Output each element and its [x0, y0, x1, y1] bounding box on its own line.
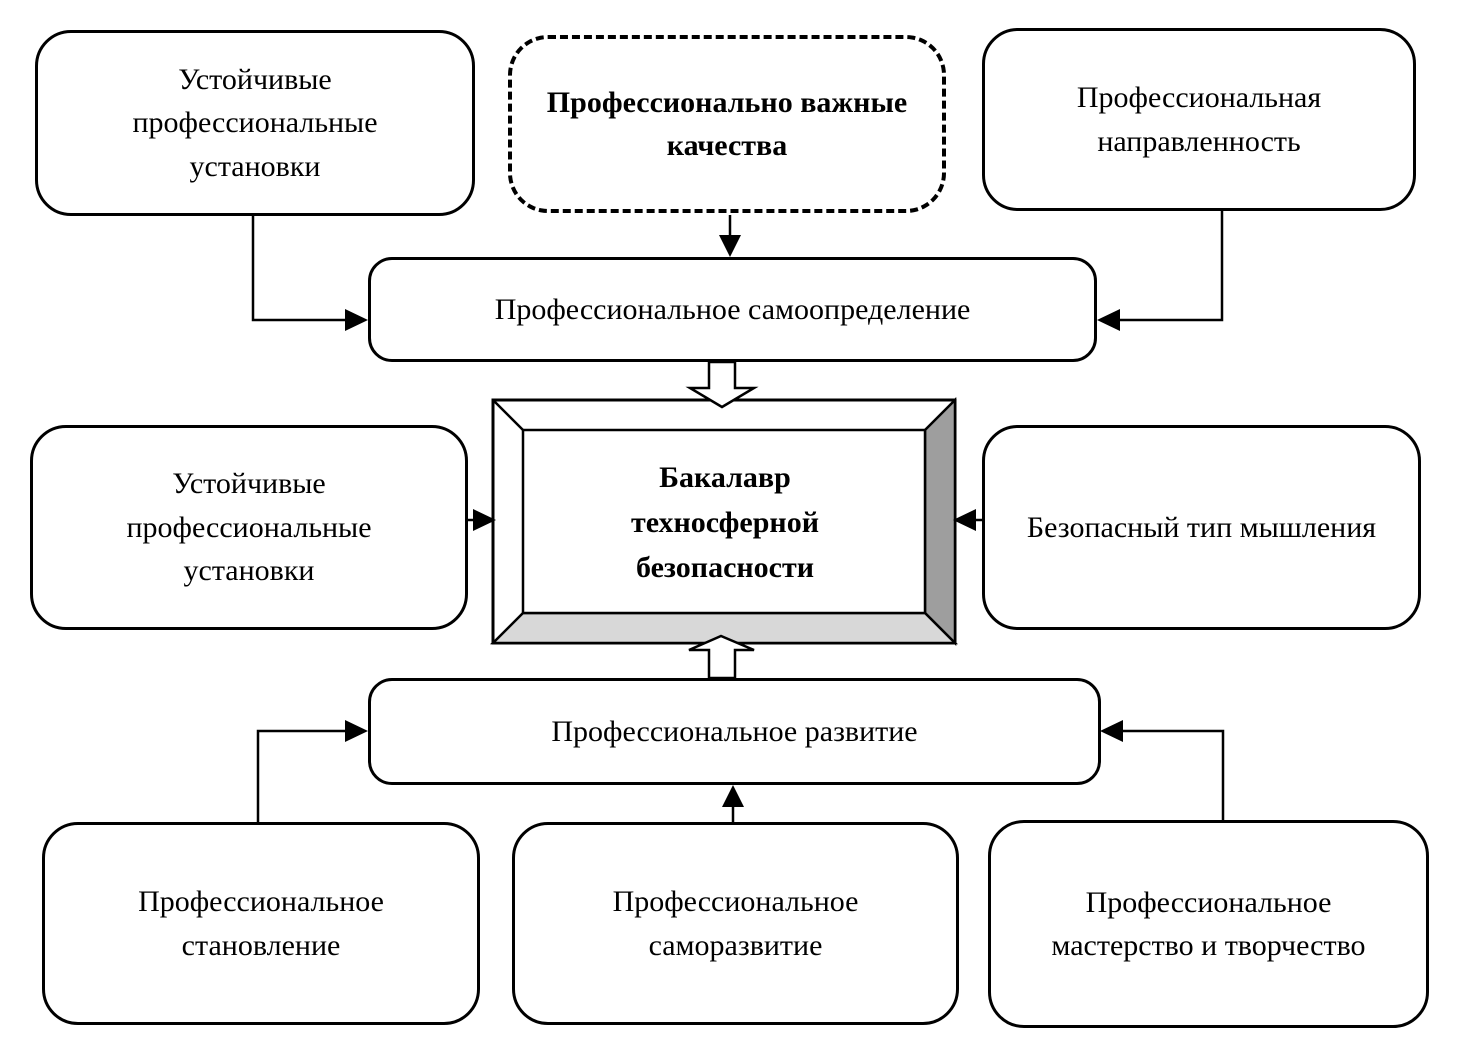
- connector-topright-to-selfdet: [1113, 211, 1224, 322]
- connector-formation-to-development: [256, 729, 352, 822]
- node-professional-development: Профессиональное развитие: [368, 678, 1101, 785]
- node-professional-orientation: Профессиональная направленность: [982, 28, 1416, 211]
- node-important-qualities-label: Профессионально важные качества: [546, 85, 908, 163]
- node-stable-attitudes-mid: Устойчивые профессиональные установки: [30, 425, 468, 630]
- connector-topleft-to-selfdet: [251, 216, 352, 322]
- node-professional-mastery: Профессиональное мастерство и творчество: [988, 820, 1429, 1028]
- node-stable-attitudes-top-label: Устойчивые профессиональные установки: [132, 62, 378, 183]
- arrowhead-mastery-to-development: [1100, 720, 1123, 742]
- bachelor-frame-bevel-bottom: [489, 611, 959, 645]
- block-arrow-development-to-bachelor: [688, 634, 755, 680]
- node-stable-attitudes-mid-label: Устойчивые профессиональные установки: [126, 467, 372, 588]
- bachelor-frame-bevel-right: [923, 396, 957, 647]
- arrowhead-thinking-to-bachelor: [953, 509, 976, 531]
- node-professional-mastery-label: Профессиональное мастерство и творчество: [1051, 885, 1366, 963]
- arrowhead-qualities-to-selfdet: [719, 235, 741, 257]
- node-bachelor-line1: Бакалавр: [659, 460, 791, 494]
- node-professional-formation-label: Профессиональное становление: [138, 885, 384, 962]
- block-arrow-selfdet-to-bachelor: [685, 360, 759, 409]
- node-bachelor: Бакалавр техносферной безопасности: [525, 432, 925, 612]
- node-stable-attitudes-top: Устойчивые профессиональные установки: [35, 30, 475, 216]
- bachelor-frame-diagonal-topleft: [492, 399, 524, 431]
- node-bachelor-line3: безопасности: [635, 550, 815, 584]
- node-self-determination: Профессиональное самоопределение: [368, 257, 1097, 362]
- arrowhead-topleft-to-selfdet: [345, 309, 368, 331]
- arrowhead-formation-to-development: [345, 720, 368, 742]
- node-professional-formation: Профессиональное становление: [42, 822, 480, 1025]
- node-safe-thinking-label: Безопасный тип мышления: [1026, 510, 1377, 544]
- arrowhead-attitudes-to-bachelor: [473, 509, 496, 531]
- node-important-qualities: Профессионально важные качества: [508, 35, 946, 213]
- node-bachelor-line2: техносферной: [631, 505, 819, 539]
- node-professional-self-development: Профессиональное саморазвитие: [512, 822, 959, 1025]
- node-safe-thinking: Безопасный тип мышления: [982, 425, 1421, 630]
- node-professional-development-label: Профессиональное развитие: [551, 714, 918, 748]
- node-professional-orientation-label: Профессиональная направленность: [1076, 81, 1322, 158]
- connector-mastery-to-development: [1116, 729, 1225, 822]
- node-professional-self-development-label: Профессиональное саморазвитие: [612, 885, 859, 962]
- arrowhead-selfdev-to-development: [722, 785, 744, 807]
- node-self-determination-label: Профессиональное самоопределение: [494, 292, 971, 326]
- arrowhead-topright-to-selfdet: [1097, 309, 1120, 331]
